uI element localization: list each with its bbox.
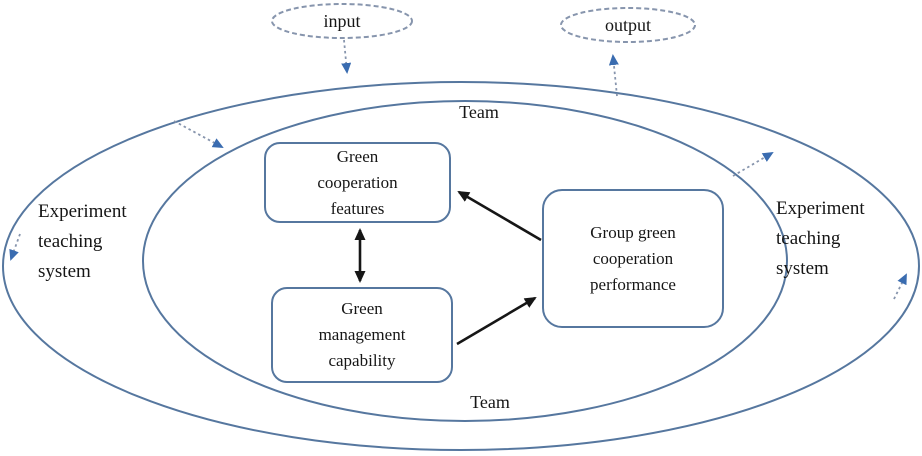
box-green-management-capability: Green management capability xyxy=(271,287,453,383)
input-node-label: input xyxy=(323,10,361,31)
experiment-teaching-system-label-right: Experiment teaching system xyxy=(776,198,865,279)
arrow-input-to-system xyxy=(341,39,352,74)
team-label-bottom: Team xyxy=(470,391,510,412)
output-node-label: output xyxy=(604,14,651,35)
arrow-into-inner-ellipse-left xyxy=(173,120,224,148)
arrow-outer-ellipse-flow-left-down xyxy=(9,233,21,261)
arrow-outer-ellipse-flow-right-up xyxy=(893,273,907,300)
box-group-green-cooperation-performance: Group green cooperation performance xyxy=(542,189,724,328)
box-green-cooperation-features: Green cooperation features xyxy=(264,142,451,223)
arrow-out-of-inner-ellipse-right xyxy=(732,151,774,177)
experiment-teaching-system-label-left: Experiment teaching system xyxy=(38,201,127,282)
outer-system-ellipse xyxy=(2,81,920,451)
inner-team-ellipse xyxy=(142,100,788,422)
arrow-management-to-performance xyxy=(456,296,537,346)
arrow-system-to-output xyxy=(608,54,619,97)
arrow-performance-to-features xyxy=(457,190,542,242)
output-ellipse xyxy=(560,7,696,43)
input-ellipse xyxy=(271,3,413,39)
team-label-top: Team xyxy=(459,101,499,122)
